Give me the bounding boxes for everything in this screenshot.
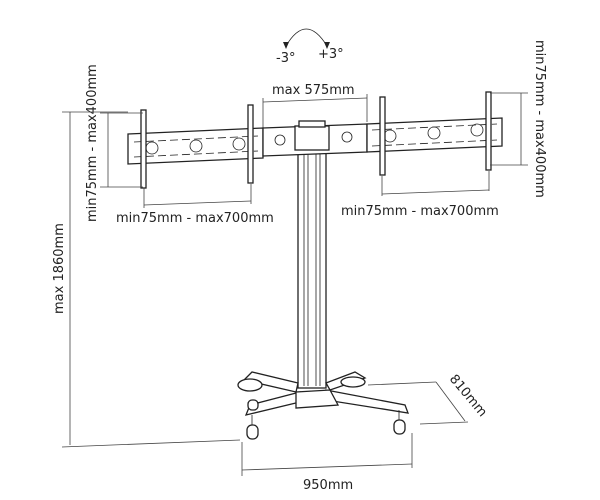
base-depth-dimension — [367, 381, 469, 425]
tilt-plus-label: +3° — [318, 47, 344, 62]
right-width-dimension — [381, 171, 490, 196]
caster-wheels — [246, 399, 406, 440]
tilt-minus-label: -3° — [276, 51, 295, 66]
total-height-label: max 1860mm — [52, 223, 67, 314]
right-height-dimension — [490, 92, 528, 166]
center-width-dimension — [262, 94, 368, 130]
base-width-label: 950mm — [303, 478, 353, 493]
vesa-plates — [140, 91, 492, 189]
center-mount-bar — [262, 120, 368, 157]
base — [237, 371, 410, 416]
left-height-dimension — [100, 112, 143, 188]
base-width-dimension — [241, 433, 413, 476]
total-height-dimension — [61, 111, 241, 448]
right-width-label: min75mm - max700mm — [341, 204, 499, 219]
left-height-label: min75mm - max400mm — [85, 64, 100, 222]
right-height-label: min75mm - max400mm — [532, 40, 547, 198]
left-mount-bar — [127, 127, 264, 165]
column — [297, 147, 327, 389]
center-width-label: max 575mm — [272, 83, 355, 98]
right-mount-bar — [366, 117, 503, 153]
base-depth-label: 810mm — [446, 372, 490, 420]
tilt-arrow-icon — [283, 28, 330, 49]
left-width-dimension — [143, 184, 252, 208]
left-width-label: min75mm - max700mm — [116, 211, 274, 226]
